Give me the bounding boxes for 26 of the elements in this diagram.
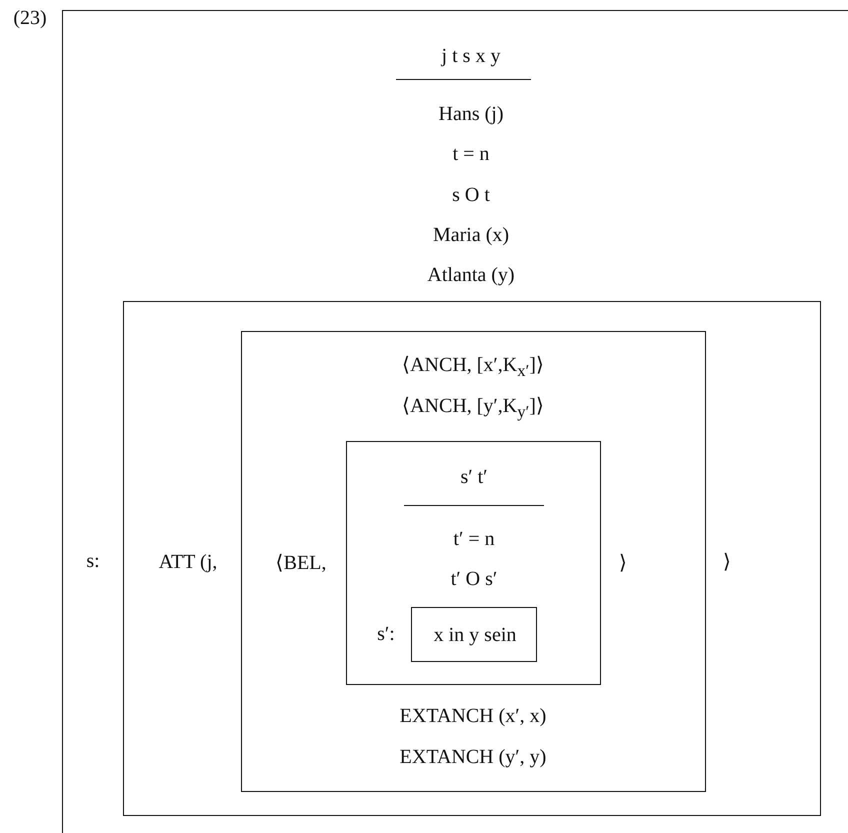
- formula-text: x in y sein: [434, 624, 516, 646]
- formula-text: j t s x y: [442, 45, 500, 67]
- formula-text: t = n: [452, 143, 490, 165]
- formula-text: ⟩: [723, 551, 731, 573]
- sub-drs-box: [346, 441, 601, 685]
- box-prefix: s:: [86, 550, 100, 572]
- formula-text: s O t: [452, 184, 490, 206]
- belief-box: [241, 331, 706, 792]
- formula-text: ⟨BEL,: [276, 552, 326, 574]
- formula-text: t′ O s′: [450, 568, 498, 590]
- formula-text: Hans (j): [438, 103, 504, 125]
- formula-text: t′ = n: [453, 528, 495, 550]
- formula-text: ⟩: [619, 552, 627, 574]
- attitude-box: [123, 301, 821, 816]
- drs-box: [62, 10, 848, 833]
- formula-text: s′ t′: [460, 466, 488, 488]
- formula-text: ATT (j,: [158, 551, 218, 573]
- formula-text: ⟨ANCH, [y′,K$_{y′}$]⟩: [402, 394, 544, 422]
- condition-box: [411, 607, 537, 662]
- formula-text: ⟨ANCH, [x′,K$_{x′}$]⟩: [402, 354, 544, 380]
- formula-text: EXTANCH (x′, x): [400, 705, 546, 727]
- formula-text: EXTANCH (y′, y): [400, 746, 546, 768]
- formula-text: Atlanta (y): [427, 264, 515, 286]
- example-number: (23): [13, 7, 47, 29]
- formula-text: Maria (x): [432, 224, 510, 246]
- box-prefix: s′:: [377, 623, 395, 645]
